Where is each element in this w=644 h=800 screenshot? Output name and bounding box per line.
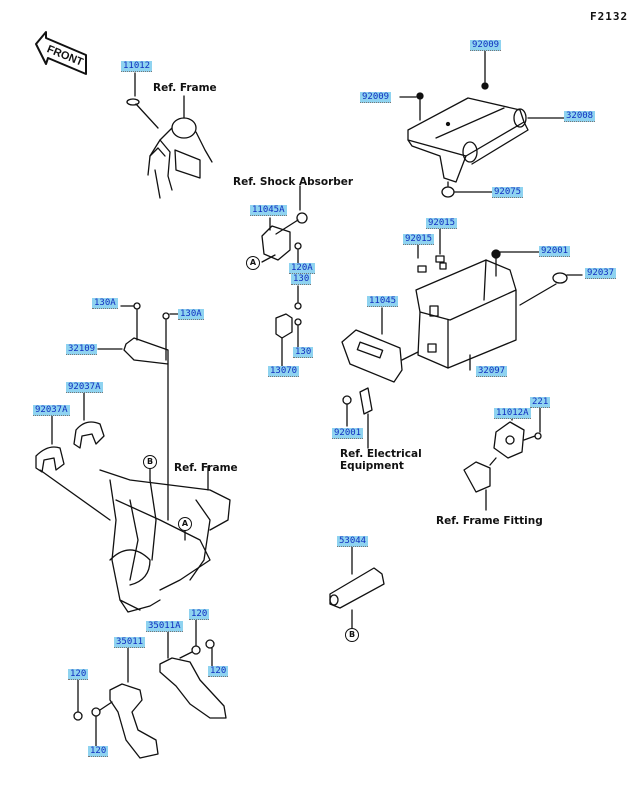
frame-fitting-11012A <box>463 403 542 511</box>
part-label-35011[interactable]: 35011 <box>114 637 146 648</box>
part-label-130-upper[interactable]: 130 <box>291 274 312 285</box>
grommet-11012 <box>126 72 159 129</box>
part-label-92009-left[interactable]: 92009 <box>360 92 392 103</box>
part-label-120-d[interactable]: 120 <box>88 746 109 757</box>
part-label-32109[interactable]: 32109 <box>66 344 98 355</box>
frame-neck-sketch <box>147 95 213 199</box>
marker-b-frame: B <box>143 455 157 469</box>
bracket-35011A <box>159 619 227 719</box>
part-label-130A-left[interactable]: 130A <box>92 298 118 309</box>
part-label-13070[interactable]: 13070 <box>268 366 300 377</box>
part-label-92001-right[interactable]: 92001 <box>539 246 571 257</box>
part-label-92009-top[interactable]: 92009 <box>470 40 502 51</box>
part-label-92001-lower[interactable]: 92001 <box>332 428 364 439</box>
part-label-120-a[interactable]: 120 <box>189 609 210 620</box>
part-label-221[interactable]: 221 <box>530 397 551 408</box>
tool-53044 <box>329 545 385 631</box>
part-label-92037A-upper[interactable]: 92037A <box>66 382 103 393</box>
ref-frame-mid: Ref. Frame <box>174 462 238 474</box>
part-label-11012[interactable]: 11012 <box>121 61 153 72</box>
part-label-53044[interactable]: 53044 <box>337 536 369 547</box>
part-label-92075[interactable]: 92075 <box>492 187 524 198</box>
part-label-120-c[interactable]: 120 <box>68 669 89 680</box>
stay-13070 <box>275 285 302 371</box>
marker-a-bracket: A <box>246 256 260 270</box>
part-label-130A-right[interactable]: 130A <box>178 309 204 320</box>
marker-a-frame: A <box>178 517 192 531</box>
part-label-35011A[interactable]: 35011A <box>146 621 183 632</box>
part-label-32008[interactable]: 32008 <box>564 111 596 122</box>
part-label-130-lower[interactable]: 130 <box>293 347 314 358</box>
ref-frame-fitting: Ref. Frame Fitting <box>436 515 543 527</box>
part-label-120-b[interactable]: 120 <box>208 666 229 677</box>
part-label-120A[interactable]: 120A <box>289 263 315 274</box>
cover-32109 <box>97 302 181 521</box>
clamp-92037A <box>35 391 105 473</box>
part-label-92015-a[interactable]: 92015 <box>426 218 458 229</box>
bracket-11045A <box>261 185 308 266</box>
battery-case-32097 <box>415 227 583 371</box>
main-frame <box>39 465 231 613</box>
part-label-92015-b[interactable]: 92015 <box>403 234 435 245</box>
part-label-11012A[interactable]: 11012A <box>494 408 531 419</box>
part-label-32097[interactable]: 32097 <box>476 366 508 377</box>
front-arrow-icon <box>35 31 87 75</box>
ref-shock-absorber: Ref. Shock Absorber <box>233 176 354 188</box>
bracket-35011 <box>73 647 159 759</box>
marker-b-tool: B <box>345 628 359 642</box>
battery-holder-32008 <box>399 47 571 198</box>
part-label-11045A[interactable]: 11045A <box>250 205 287 216</box>
ref-electrical-line1: Ref. Electrical <box>340 448 422 460</box>
part-label-92037[interactable]: 92037 <box>585 268 617 279</box>
plate-11045 <box>341 307 419 449</box>
part-label-11045[interactable]: 11045 <box>367 296 399 307</box>
figure-id: F2132 <box>590 10 629 23</box>
part-label-92037A-lower[interactable]: 92037A <box>33 405 70 416</box>
ref-electrical-line2: Equipment <box>340 460 404 472</box>
ref-frame-top: Ref. Frame <box>153 82 217 94</box>
